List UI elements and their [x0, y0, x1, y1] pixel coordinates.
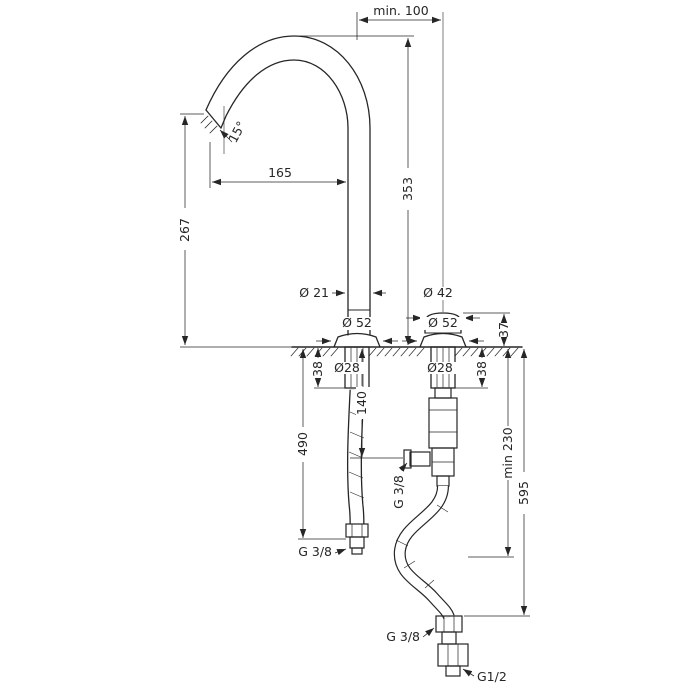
label-g38-left: G 3/8	[298, 544, 332, 559]
leader-g38-mid	[398, 462, 408, 472]
label-min-230: min 230	[500, 427, 515, 478]
left-hose-end-fitting	[349, 536, 365, 549]
right-hose-core	[395, 485, 454, 619]
label-dia28-right: Ø28	[427, 360, 453, 375]
label-spout-angle: 15°	[225, 119, 249, 146]
labelbg-dia28-right	[422, 362, 458, 374]
counter-hatch	[290, 347, 519, 357]
labelbg-140	[356, 387, 370, 419]
labelbg-dia52-right	[420, 317, 466, 330]
spout-outlet-face	[205, 109, 222, 129]
leader-g12	[462, 668, 475, 677]
valve-body-lines	[429, 409, 457, 433]
bottom-outlet-stub	[445, 665, 461, 677]
label-g38-bottom: G 3/8	[386, 629, 420, 644]
label-dia21: Ø 21	[299, 285, 329, 300]
bottom-outlet-nut	[437, 643, 469, 667]
bottom-hose-nut-facets	[443, 616, 455, 632]
labelbg-dia28-left	[329, 362, 365, 374]
bottom-hose-nut	[435, 615, 463, 633]
label-g12: G1/2	[477, 669, 507, 684]
label-38-right: 38	[474, 361, 489, 377]
bottom-neck	[441, 631, 457, 645]
labelbg-595	[518, 473, 532, 513]
handle-base-flange	[419, 332, 467, 348]
spout-inner-contour	[220, 59, 349, 336]
label-dia52-left: Ø 52	[342, 315, 372, 330]
label-490: 490	[295, 432, 310, 456]
label-dia28-left: Ø28	[334, 360, 360, 375]
valve-side-port-cap	[403, 449, 412, 469]
label-595: 595	[516, 481, 531, 505]
valve-bottom-taper	[436, 475, 450, 487]
label-min-100: min. 100	[373, 3, 428, 18]
label-140: 140	[354, 391, 369, 415]
label-165: 165	[268, 165, 292, 180]
spout-base-flange	[333, 332, 381, 348]
leader-g38-bottom	[422, 627, 435, 638]
spout-outlet-hatch	[200, 115, 218, 134]
label-g38-mid: G 3/8	[391, 475, 406, 509]
label-38-left: 38	[310, 361, 325, 377]
left-hose-core	[348, 389, 364, 525]
valve-body	[428, 397, 458, 449]
right-hose-braid	[395, 504, 449, 589]
valve-neck	[434, 387, 452, 399]
left-hose-end-stub	[351, 547, 363, 555]
valve-side-port	[409, 451, 431, 467]
spout-outer-contour	[205, 35, 371, 336]
label-37: 37	[496, 322, 511, 338]
label-353: 353	[400, 177, 415, 201]
label-267: 267	[177, 218, 192, 242]
labelbg-min230	[502, 427, 516, 479]
dim-15-leader	[219, 129, 233, 143]
labelbg-dia52-left	[334, 317, 380, 330]
left-hose-nut	[345, 523, 369, 538]
bottom-outlet-nut-facets	[447, 644, 459, 666]
left-hose-nut-facets	[351, 524, 363, 537]
label-dia42: Ø 42	[423, 285, 453, 300]
labelbg-dia42	[417, 287, 459, 300]
labelbg-490	[297, 428, 311, 461]
leader-g38-left	[334, 548, 347, 556]
label-dia52-right: Ø 52	[428, 315, 458, 330]
